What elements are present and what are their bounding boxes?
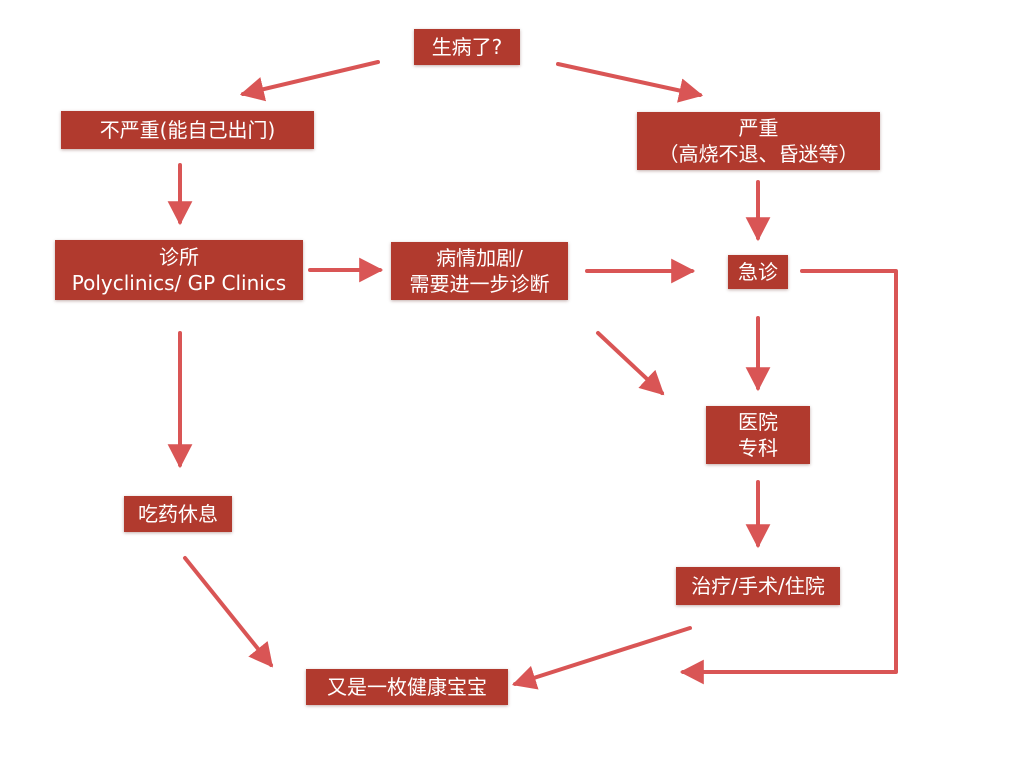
node-sick: 生病了? [414, 29, 520, 65]
arrow-sick-to-serious [556, 62, 704, 103]
node-serious: 严重 （高烧不退、昏迷等） [637, 112, 880, 170]
node-serious-label-line1: 严重 [738, 116, 779, 140]
node-treatment: 治疗/手术/住院 [676, 567, 840, 605]
arrow-emergency-to-healthy [679, 269, 898, 685]
node-medicine-rest-label: 吃药休息 [138, 502, 218, 526]
arrow-sick-to-not-serious [239, 60, 380, 102]
node-hospital: 医院 专科 [706, 406, 810, 464]
node-not-serious: 不严重(能自己出门) [61, 111, 314, 149]
node-clinic-label-line2: Polyclinics/ GP Clinics [71, 271, 287, 295]
node-sick-label: 生病了? [431, 35, 503, 59]
node-emergency: 急诊 [728, 255, 788, 289]
node-hospital-label-line1: 医院 [738, 410, 778, 434]
node-worsen-label-line2: 需要进一步诊断 [409, 272, 550, 296]
node-worsen-label-line1: 病情加剧/ [436, 246, 523, 270]
node-clinic: 诊所 Polyclinics/ GP Clinics [55, 240, 303, 300]
node-hospital-label-line2: 专科 [738, 436, 778, 460]
node-emergency-label: 急诊 [738, 260, 778, 284]
node-worsen: 病情加剧/ 需要进一步诊断 [391, 242, 568, 300]
node-clinic-label-line1: 诊所 [159, 245, 199, 269]
node-not-serious-label: 不严重(能自己出门) [99, 118, 276, 142]
node-medicine-rest: 吃药休息 [124, 496, 232, 532]
arrow-treatment-to-healthy [511, 626, 692, 690]
node-healthy: 又是一枚健康宝宝 [306, 669, 508, 705]
node-treatment-label: 治疗/手术/住院 [691, 574, 825, 598]
arrow-medicine-rest-to-healthy [183, 556, 274, 668]
node-healthy-label: 又是一枚健康宝宝 [327, 675, 487, 699]
node-serious-label-line2: （高烧不退、昏迷等） [658, 142, 859, 166]
arrow-worsen-to-hospital [596, 331, 665, 396]
